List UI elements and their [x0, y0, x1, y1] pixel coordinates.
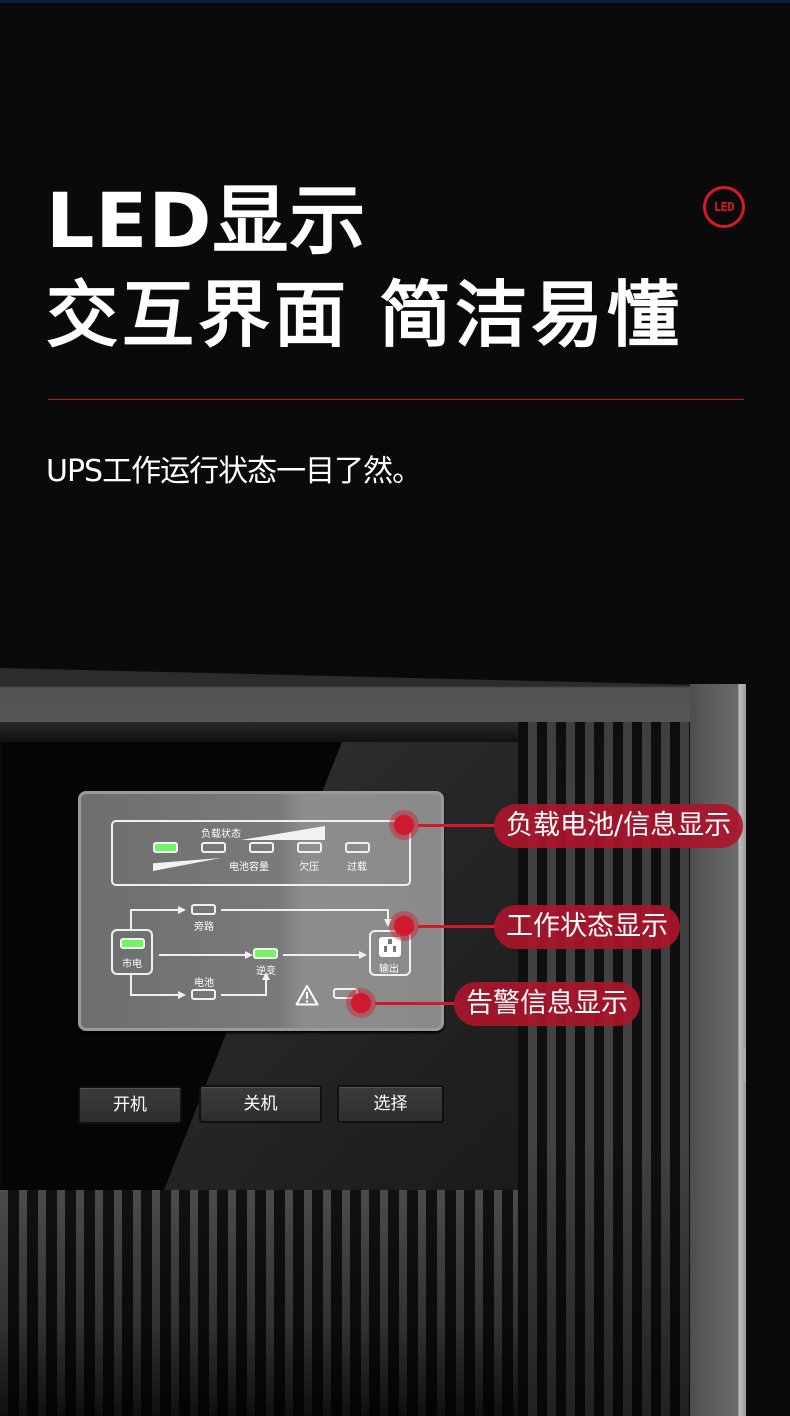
inverter-label: 逆变 — [256, 966, 276, 977]
side-tab — [742, 1048, 746, 1082]
warning-triangle-icon — [295, 985, 319, 1006]
arrow-right-icon — [359, 951, 367, 959]
battery-level-wedge — [153, 858, 221, 871]
arrow-right-icon — [178, 991, 186, 999]
callout-line — [418, 925, 498, 928]
page-subtitle-heading: 交互界面 简洁易懂 — [46, 273, 684, 357]
arrow-down-icon — [384, 919, 392, 927]
top-strip — [0, 0, 790, 3]
flow-line — [130, 975, 132, 995]
flow-line — [265, 978, 267, 996]
inverter-led — [253, 948, 278, 959]
description: UPS工作运行状态一目了然。 — [46, 454, 422, 489]
hotspot-load-battery — [389, 810, 419, 840]
load-status-label: 负载状态 — [201, 829, 241, 840]
callout-work-status: 工作状态显示 — [494, 905, 680, 949]
callout-line — [418, 824, 498, 827]
device-inner-top — [0, 722, 690, 742]
hotspot-alarm — [346, 988, 376, 1018]
load-led-1 — [153, 842, 178, 853]
output-node: 输出 — [369, 930, 411, 976]
power-outlet-icon — [379, 937, 401, 957]
bypass-label: 旁路 — [194, 922, 214, 933]
undervoltage-led — [297, 842, 322, 853]
flow-line — [221, 994, 265, 996]
flow-line — [221, 909, 387, 911]
ups-device: 负载状态 电池容量 欠压 过载 市电 旁路 逆变 — [0, 662, 746, 1416]
led-badge-text: LED — [713, 200, 735, 214]
overload-led — [345, 842, 370, 853]
device-top-bezel — [0, 668, 744, 724]
flow-line — [387, 909, 389, 921]
mains-node: 市电 — [111, 929, 153, 975]
arrow-right-icon — [245, 951, 253, 959]
callout-line — [375, 1002, 459, 1005]
select-button[interactable]: 选择 — [337, 1085, 444, 1123]
led-display-panel: 负载状态 电池容量 欠压 过载 市电 旁路 逆变 — [78, 791, 444, 1031]
vent-grille-bottom — [0, 1190, 518, 1416]
power-off-button[interactable]: 关机 — [199, 1085, 322, 1123]
load-level-wedge — [241, 826, 325, 840]
load-led-2 — [201, 842, 226, 853]
load-battery-section: 负载状态 电池容量 欠压 过载 — [111, 820, 411, 886]
divider — [48, 399, 744, 400]
led-logo-icon: LED — [703, 186, 745, 228]
mains-label: 市电 — [122, 959, 142, 970]
flow-line — [130, 909, 132, 929]
flow-line — [130, 994, 180, 996]
battery-led — [191, 989, 216, 1000]
flow-line — [159, 954, 247, 956]
overload-label: 过载 — [347, 862, 367, 873]
mains-led — [120, 938, 145, 949]
vent-grille-right — [518, 722, 690, 1416]
output-label: 输出 — [379, 964, 399, 975]
arrow-right-icon — [178, 906, 186, 914]
callout-load-battery: 负载电池/信息显示 — [494, 804, 744, 848]
flow-line — [130, 909, 180, 911]
flow-line — [283, 954, 361, 956]
power-on-button[interactable]: 开机 — [78, 1086, 182, 1124]
arrow-up-icon — [262, 972, 270, 980]
load-led-3 — [249, 842, 274, 853]
battery-capacity-label: 电池容量 — [229, 862, 269, 873]
device-right-frame — [690, 684, 746, 1416]
bypass-led — [191, 904, 216, 915]
hotspot-work-status — [389, 911, 419, 941]
page-title: LED显示 — [46, 176, 367, 265]
callout-alarm: 告警信息显示 — [454, 982, 640, 1026]
battery-label: 电池 — [194, 978, 214, 989]
undervoltage-label: 欠压 — [299, 862, 319, 873]
